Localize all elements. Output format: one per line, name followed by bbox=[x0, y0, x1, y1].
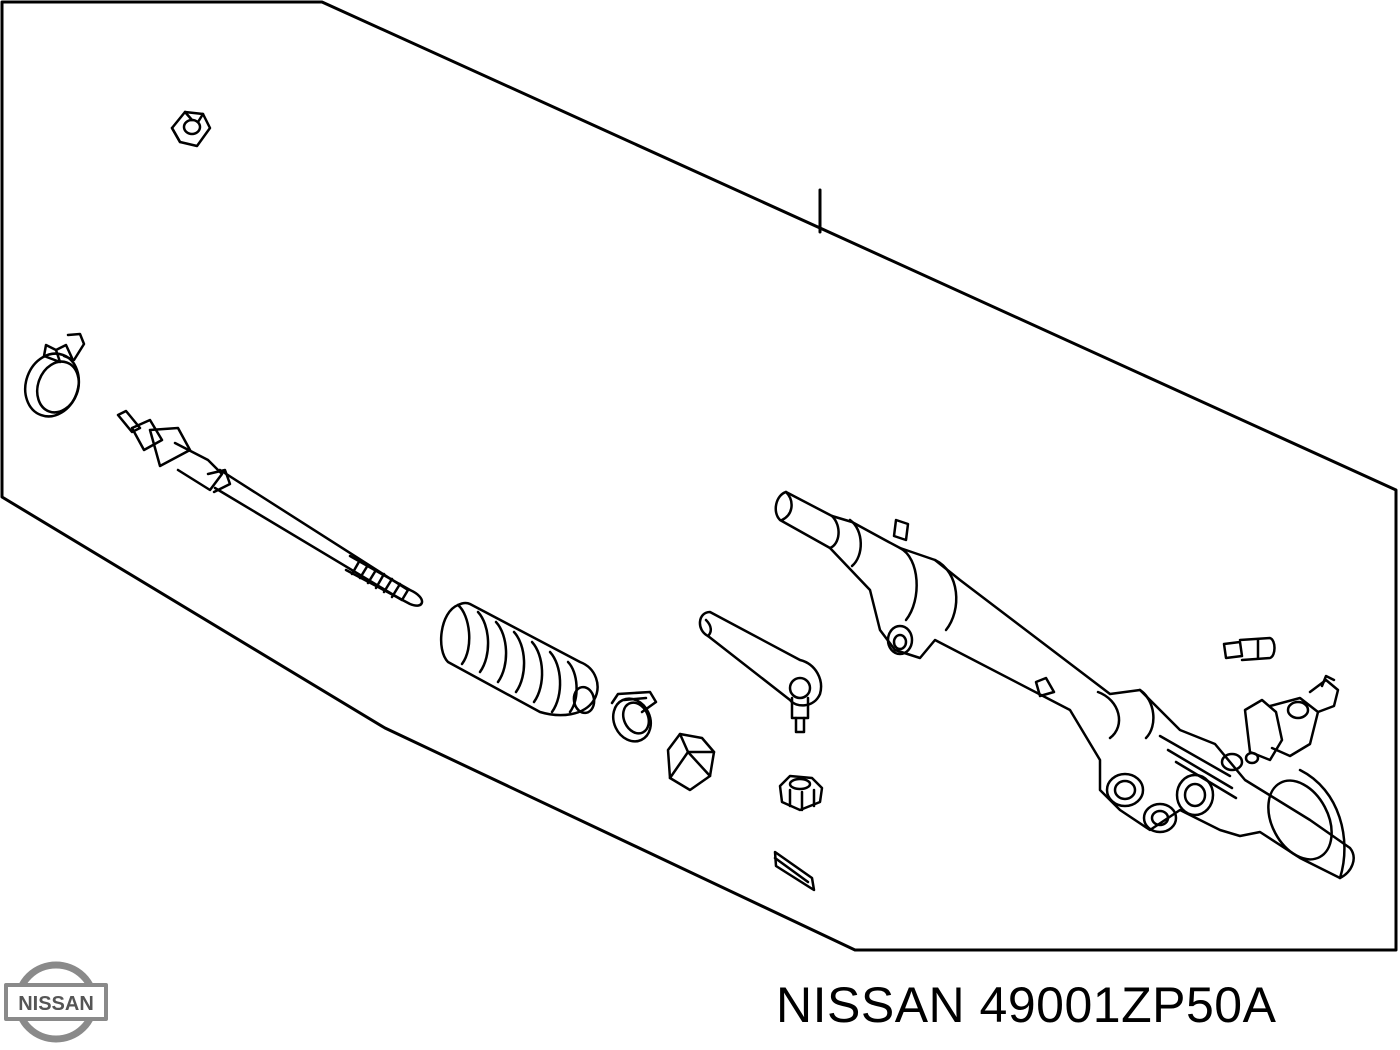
inner-tie-rod-icon bbox=[116, 409, 424, 607]
outer-tie-rod-end-icon bbox=[698, 610, 823, 734]
cotter-pin-icon bbox=[773, 850, 816, 892]
boot-clamp-icon bbox=[610, 690, 658, 743]
steering-rack-housing-icon bbox=[774, 490, 1355, 880]
lock-nut-icon bbox=[666, 732, 716, 792]
logo-text: NISSAN bbox=[18, 993, 94, 1015]
part-number-caption: NISSAN 49001ZP50A bbox=[776, 977, 1277, 1033]
hose-clamp-icon bbox=[23, 332, 86, 418]
assembly-frame-outline bbox=[0, 0, 1398, 952]
nissan-logo-icon: NISSAN bbox=[4, 961, 108, 1043]
nut-icon bbox=[170, 110, 212, 148]
fitting-icon bbox=[1222, 636, 1276, 662]
rack-boot-icon bbox=[440, 601, 599, 717]
castle-nut-icon bbox=[778, 774, 824, 812]
